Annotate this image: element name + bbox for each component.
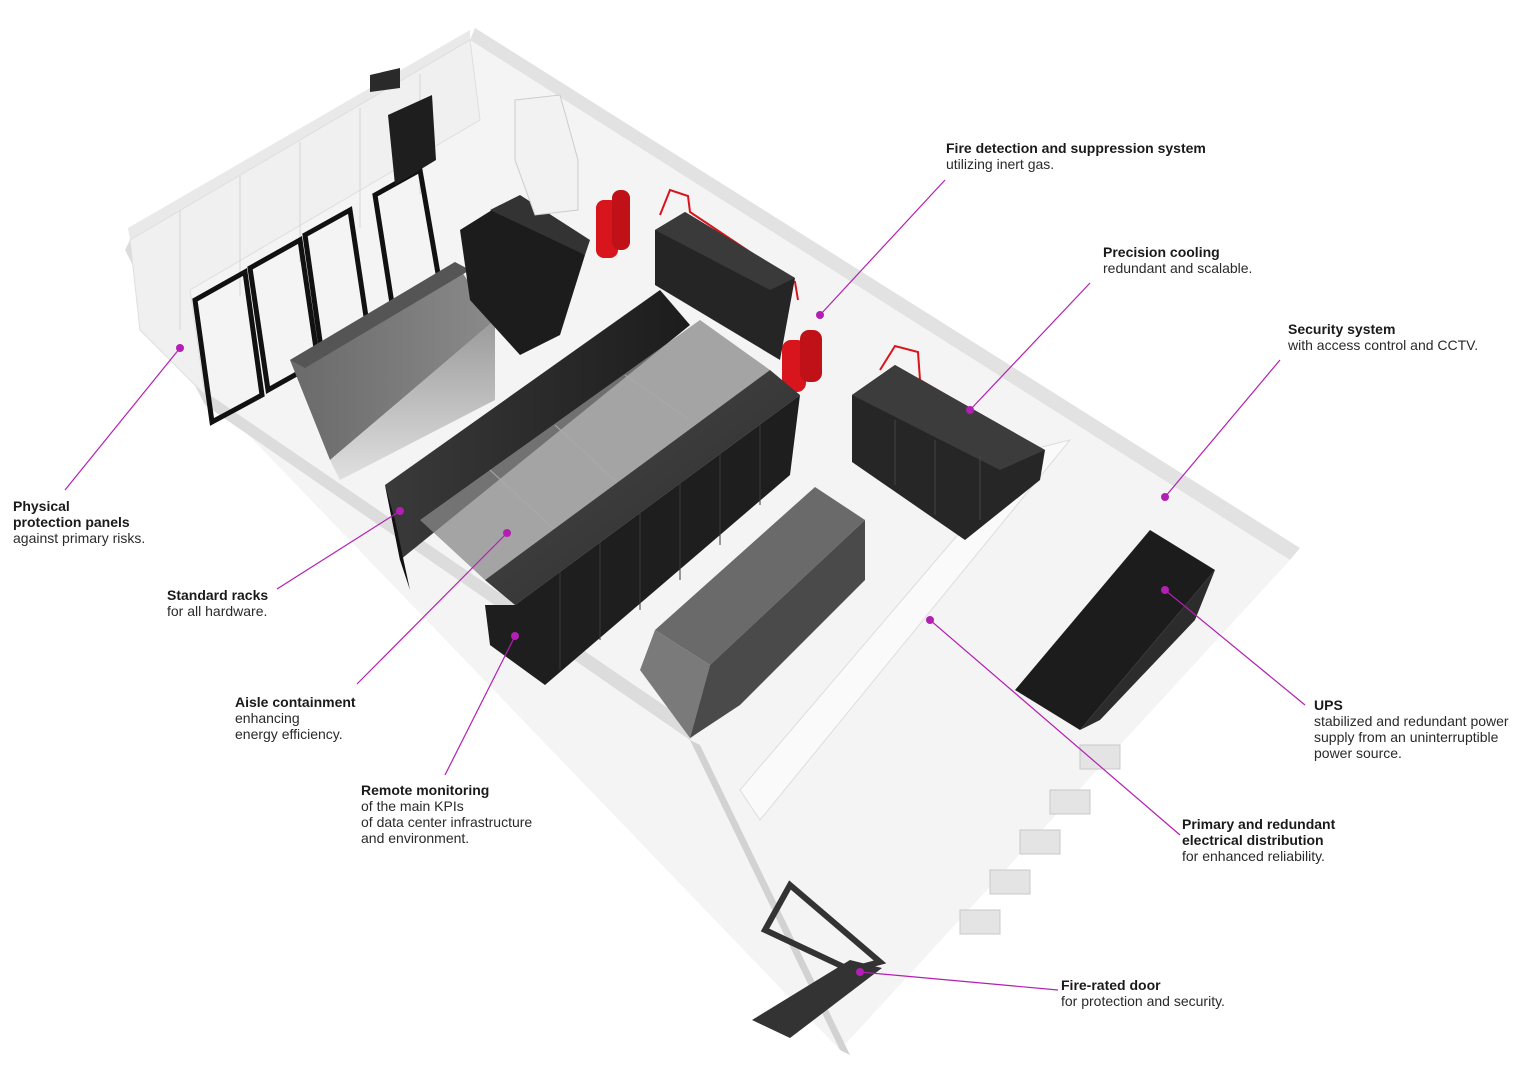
distribution-block-front	[640, 630, 710, 738]
back-cooling-unit	[460, 205, 585, 355]
callout-title: Security system	[1288, 321, 1396, 337]
grey-rack-block-front	[330, 320, 495, 480]
back-cooling-unit-top	[490, 195, 590, 255]
partition-wall	[739, 439, 1072, 821]
rack-row-right-front	[485, 395, 800, 685]
rack-row-left-front	[385, 485, 410, 590]
wall-electrical-boxes	[959, 744, 1121, 935]
callout-desc: redundant and scalable.	[1103, 260, 1253, 276]
rack-row-right-doors	[559, 415, 761, 670]
callout-precision-cooling: Precision cooling redundant and scalable…	[1103, 244, 1252, 276]
fire-rated-door-frame	[760, 880, 887, 974]
containment-roof	[420, 320, 770, 580]
callout-desc: against primary risks.	[13, 530, 146, 546]
cooling-units-back-top	[655, 212, 795, 290]
wall-cabinet	[514, 94, 579, 216]
callout-standard-racks: Standard racks for all hardware.	[167, 587, 268, 619]
callout-security-system: Security system with access control and …	[1288, 321, 1478, 353]
callout-desc: for protection and security.	[1061, 993, 1225, 1009]
rack-row-right-top	[485, 370, 800, 605]
callout-dots	[176, 311, 1169, 976]
callout-title: Fire detection and suppression system	[946, 140, 1206, 156]
ups-block-side	[1080, 570, 1215, 730]
back-door-frame	[370, 68, 400, 92]
ups-block-top	[1015, 530, 1215, 730]
callout-title: Aisle containment	[235, 694, 356, 710]
callout-remote-monitoring: Remote monitoring of the main KPIs of da…	[361, 782, 532, 846]
callout-desc: of the main KPIs of data center infrastr…	[361, 798, 533, 846]
gas-cylinders-back	[596, 190, 630, 258]
room-right-wall	[470, 28, 1300, 560]
grey-rack-block-side	[290, 262, 495, 460]
distribution-block-side	[690, 520, 865, 738]
containment-roof-panels	[489, 374, 691, 531]
callout-desc: with access control and CCTV.	[1288, 337, 1479, 353]
back-door	[388, 95, 436, 185]
callout-title: Standard racks	[167, 587, 269, 603]
callout-title: Physical protection panels	[13, 498, 130, 530]
distribution-block-top	[655, 487, 865, 665]
precision-cooling-units-top	[852, 365, 1045, 470]
precision-cooling-dividers	[894, 420, 981, 520]
callout-desc: utilizing inert gas.	[946, 156, 1055, 172]
callout-fire-rated-door: Fire-rated door for protection and secur…	[1061, 977, 1225, 1009]
callout-title: UPS	[1314, 697, 1343, 713]
leader-lines	[64, 179, 1306, 991]
callout-title: Precision cooling	[1103, 244, 1220, 260]
callout-electrical-distribution: Primary and redundant electrical distrib…	[1182, 816, 1335, 864]
fire-rated-door	[752, 960, 882, 1038]
callout-title: Fire-rated door	[1061, 977, 1161, 993]
cooling-units-back-side	[655, 212, 795, 360]
callout-title: Remote monitoring	[361, 782, 490, 798]
grey-rack-block-top	[290, 262, 470, 368]
callout-desc: stabilized and redundant power supply fr…	[1314, 713, 1509, 761]
gas-cylinders-front	[782, 330, 822, 392]
callout-desc: for enhanced reliability.	[1182, 848, 1325, 864]
callout-ups: UPS stabilized and redundant power suppl…	[1314, 697, 1509, 761]
callout-title: Primary and redundant electrical distrib…	[1182, 816, 1336, 848]
callout-aisle-containment: Aisle containment enhancing energy effic…	[235, 694, 356, 742]
callout-desc: enhancing energy efficiency.	[235, 710, 343, 742]
room-bottom-edge	[690, 740, 850, 1055]
callout-physical-protection: Physical protection panels against prima…	[13, 498, 145, 546]
callout-desc: for all hardware.	[167, 603, 268, 619]
callout-fire-detection: Fire detection and suppression system ut…	[946, 140, 1206, 172]
